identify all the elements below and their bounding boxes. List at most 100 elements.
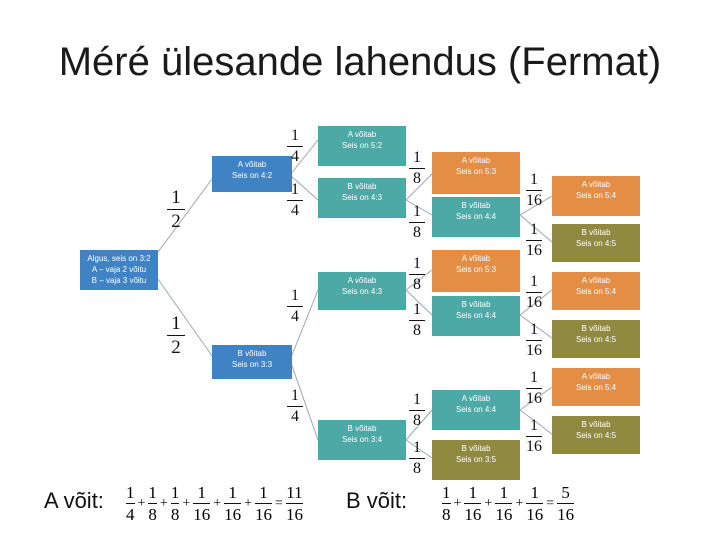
node-label: Seis on 5:4 [575, 287, 617, 296]
node-a-4-4: A võitab Seis on 4:4 [432, 390, 520, 430]
answer-b-label: B võit: [346, 488, 408, 513]
edge [405, 269, 433, 291]
node-b-4-4: B võitab Seis on 4:4 [432, 197, 520, 237]
edge [289, 174, 319, 201]
node-b-4-4: B võitab Seis on 4:4 [432, 296, 520, 336]
plus-sign: + [182, 495, 191, 511]
edge [405, 409, 433, 441]
plus-sign: + [137, 495, 146, 511]
node-b-4-5: B võitab Seis on 4:5 [552, 224, 640, 262]
node-label: Seis on 3:3 [231, 360, 273, 369]
node-label: Seis on 4:4 [455, 405, 497, 414]
node-label: A võitab [461, 394, 491, 403]
edge [519, 409, 553, 435]
node-label: Seis on 5:4 [575, 191, 617, 200]
node-b-4-5: B võitab Seis on 4:5 [552, 416, 640, 454]
node-a-5-2: A võitab Seis on 5:2 [318, 126, 406, 166]
plus-sign: + [213, 495, 222, 511]
node-label: Seis on 4:2 [231, 171, 273, 180]
edge [154, 274, 216, 361]
node-label: A võitab [237, 160, 267, 169]
node-a-5-4: A võitab Seis on 5:4 [552, 176, 640, 216]
node-label: Seis on 3:4 [341, 435, 383, 444]
edge [289, 139, 319, 176]
node-label: B võitab [347, 424, 377, 433]
node-label: A võitab [581, 276, 611, 285]
plus-sign: + [244, 495, 253, 511]
node-a-5-4: A võitab Seis on 5:4 [552, 272, 640, 310]
node-a-5-3: A võitab Seis on 5:3 [432, 152, 520, 194]
plus-sign: + [453, 495, 462, 511]
edge [405, 439, 433, 459]
node-label: Algus, seis on 3:2 [87, 254, 151, 263]
node-b-4-5: B võitab Seis on 4:5 [552, 320, 640, 358]
edge [405, 289, 433, 316]
edge [405, 199, 433, 216]
node-label: B võitab [581, 228, 611, 237]
node-a-5-4: A võitab Seis on 5:4 [552, 368, 640, 406]
node-a-5-3: A võitab Seis on 5:3 [432, 250, 520, 292]
edge [519, 214, 553, 243]
node-label: Seis on 5:2 [341, 141, 383, 150]
node-label: Seis on 4:3 [341, 193, 383, 202]
node-label: B võitab [347, 182, 377, 191]
edge [519, 314, 553, 339]
equals-sign: = [546, 495, 555, 511]
node-label: Seis on 4:3 [341, 287, 383, 296]
node-label: A võitab [347, 130, 377, 139]
node-label: A võitab [581, 372, 611, 381]
node-label: A võitab [581, 180, 611, 189]
node-label: A võitab [461, 254, 491, 263]
page-title: Méré ülesande lahendus (Fermat) [58, 40, 662, 84]
node-label: B võitab [237, 349, 267, 358]
node-label: Seis on 4:5 [575, 239, 617, 248]
node-label: B võitab [581, 420, 611, 429]
node-label: Seis on 4:4 [455, 212, 497, 221]
node-label: Seis on 4:4 [455, 311, 497, 320]
edge [289, 289, 319, 361]
node-b-3-4: B võitab Seis on 3:4 [318, 420, 406, 460]
node-label: Seis on 3:5 [455, 455, 497, 464]
edge [154, 174, 216, 257]
node-label: B võitab [461, 300, 491, 309]
plus-sign: + [159, 495, 168, 511]
node-b-4-3: B võitab Seis on 4:3 [318, 178, 406, 218]
plus-sign: + [484, 495, 493, 511]
node-label: B võitab [461, 201, 491, 210]
node-a-4-2: A võitab Seis on 4:2 [212, 156, 292, 192]
edge [519, 289, 553, 316]
node-label: B – vaja 3 võitu [91, 276, 147, 285]
node-label: Seis on 5:4 [575, 383, 617, 392]
node-label: B võitab [461, 444, 491, 453]
plus-sign: + [515, 495, 524, 511]
edge [289, 359, 319, 441]
